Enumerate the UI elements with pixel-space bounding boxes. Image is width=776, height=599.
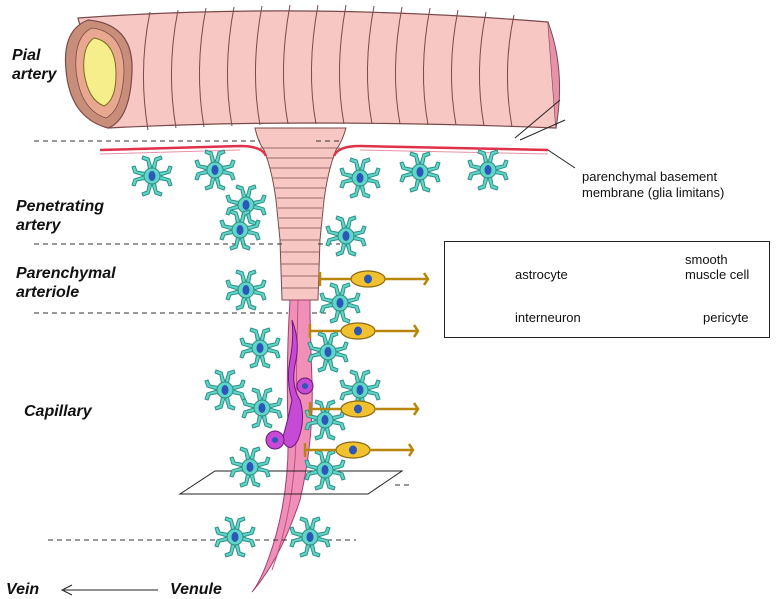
label-vein: Vein (6, 580, 39, 599)
legend-smooth-line2: muscle cell (685, 267, 749, 282)
basement-membrane-note: parenchymal basement membrane (glia limi… (582, 169, 724, 201)
label-pial-artery-line1: Pial (12, 46, 56, 65)
legend-pericyte-label: pericyte (703, 310, 749, 325)
note-line2: membrane (glia limitans) (582, 185, 724, 201)
pial-artery (65, 5, 559, 130)
label-arteriole-line1: Parenchymal (16, 264, 116, 283)
label-arteriole-line2: arteriole (16, 283, 116, 302)
label-penetrating-artery: Penetrating artery (16, 197, 104, 235)
legend-interneuron-label: interneuron (515, 310, 581, 325)
vein-arrow (62, 585, 158, 595)
label-pial-artery-line2: artery (12, 65, 56, 84)
label-capillary: Capillary (24, 402, 92, 421)
legend-astrocyte-label: astrocyte (515, 267, 568, 282)
legend-smooth-muscle-label: smooth muscle cell (685, 252, 749, 282)
label-parenchymal-arteriole: Parenchymal arteriole (16, 264, 116, 302)
label-pial-artery: Pial artery (12, 46, 56, 84)
label-penetrating-line1: Penetrating (16, 197, 104, 216)
note-line1: parenchymal basement (582, 169, 724, 185)
legend-box: astrocyte smooth muscle cell interneuron… (444, 241, 770, 338)
label-venule: Venule (170, 580, 222, 599)
label-penetrating-line2: artery (16, 216, 104, 235)
legend-smooth-line1: smooth (685, 252, 749, 267)
